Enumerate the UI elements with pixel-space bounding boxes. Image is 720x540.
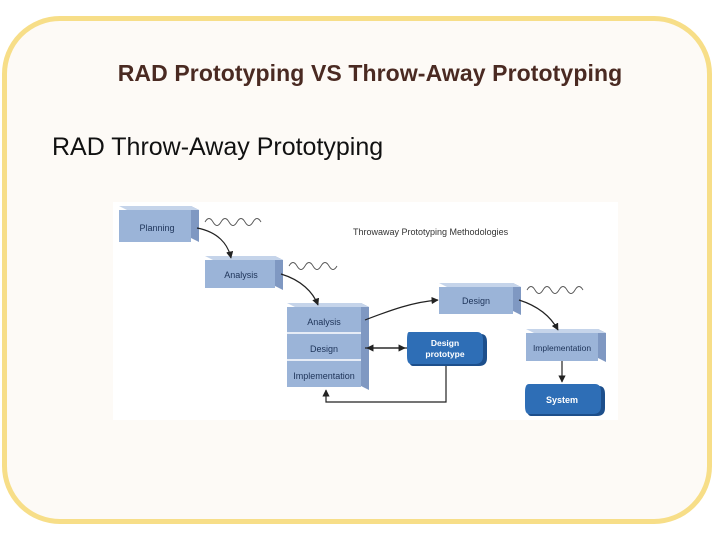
throwaway-prototyping-diagram: Throwaway Prototyping Methodologies Plan… — [113, 202, 618, 420]
diagram-canvas: Throwaway Prototyping Methodologies Plan… — [119, 206, 606, 416]
design-prototype-box: Design prototype — [407, 332, 487, 366]
planning-box: Planning — [119, 206, 199, 242]
analysis-stack-label: Analysis — [307, 317, 341, 327]
design-stack-label: Design — [310, 344, 338, 354]
diagram-title: Throwaway Prototyping Methodologies — [353, 227, 509, 237]
slide-title: RAD Prototyping VS Throw-Away Prototypin… — [117, 60, 623, 86]
diagram-arrows — [196, 227, 566, 403]
implementation-right-label: Implementation — [533, 343, 591, 353]
planning-label: Planning — [139, 223, 174, 233]
system-label: System — [546, 395, 578, 405]
bullet-line: RAD Throw-Away Prototyping — [52, 133, 383, 162]
implementation-stack-label: Implementation — [293, 371, 355, 381]
diagram-wavy-lines — [204, 218, 584, 294]
bullet-text: RAD Throw-Away Prototyping — [52, 133, 384, 161]
system-box: System — [525, 384, 605, 416]
left-stack: Analysis Design Implementation — [287, 303, 369, 390]
design-top-right-label: Design — [462, 296, 490, 306]
design-top-right-box: Design — [439, 283, 521, 315]
analysis-top-box: Analysis — [205, 256, 283, 290]
design-prototype-label-line1: Design — [431, 338, 459, 348]
design-prototype-label-line2: prototype — [425, 349, 464, 359]
analysis-top-label: Analysis — [224, 270, 258, 280]
implementation-right-box: Implementation — [526, 329, 606, 362]
